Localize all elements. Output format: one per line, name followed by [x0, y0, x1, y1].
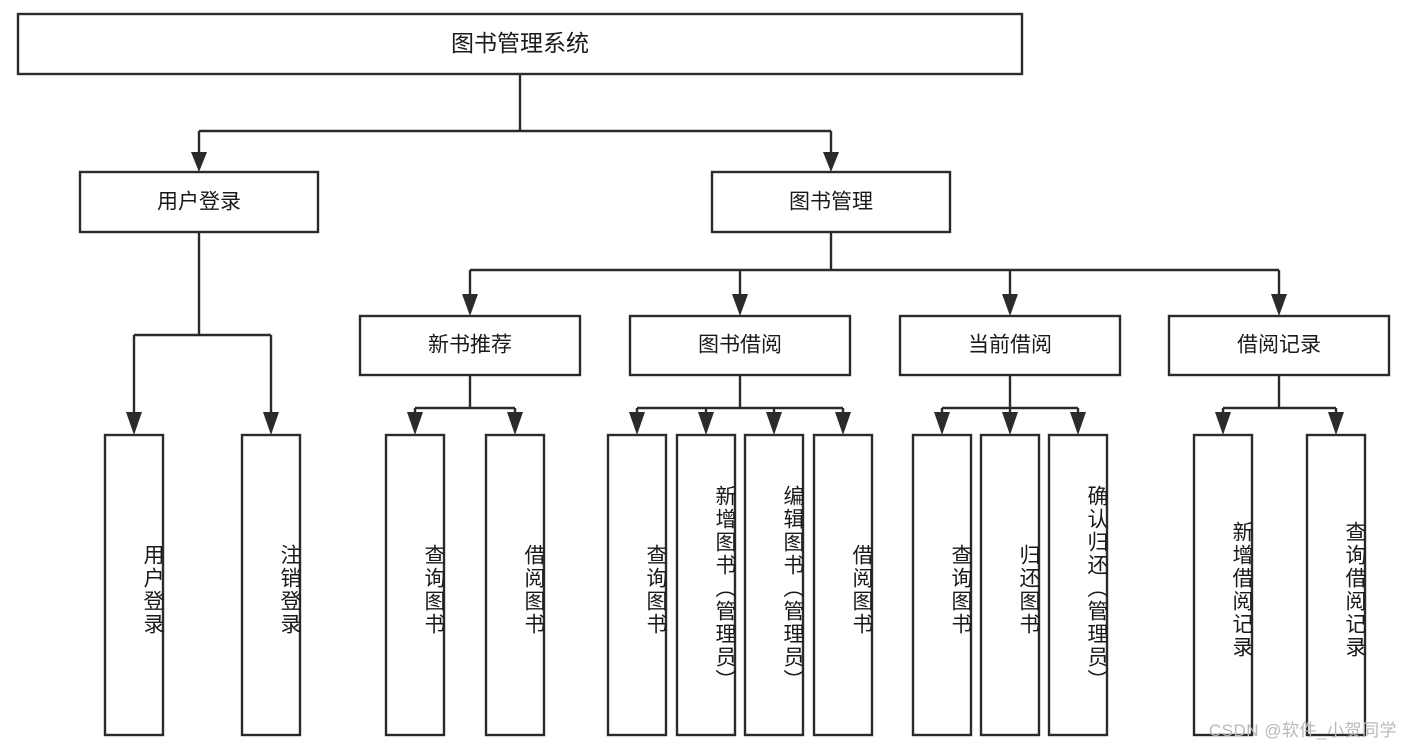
node-leaf-query-book-1-box[interactable] — [384, 433, 446, 737]
arrow-head-current-borrow — [1002, 294, 1018, 316]
connector-group-new-book-recommend — [407, 375, 523, 435]
arrow-head-leaf-borrow-book-2 — [835, 412, 851, 435]
node-current-borrow[interactable]: 当前借阅 — [898, 314, 1122, 377]
node-leaf-logout-box[interactable] — [240, 433, 302, 737]
arrow-head-leaf-query-book-2 — [629, 412, 645, 435]
node-leaf-add-book-box[interactable] — [675, 433, 737, 737]
node-book-borrow[interactable]: 图书借阅 — [628, 314, 852, 377]
node-current-borrow-label: 当前借阅 — [968, 334, 1052, 357]
connector-group-current-borrow — [934, 375, 1086, 435]
connector-group-book-borrow — [629, 375, 851, 435]
connector-group-root — [191, 75, 839, 172]
node-root[interactable]: 图书管理系统 — [16, 12, 1024, 76]
arrow-head-leaf-confirm-return — [1070, 412, 1086, 435]
node-leaf-confirm-return-box[interactable] — [1047, 433, 1109, 737]
node-new-book-recommend-box[interactable] — [358, 314, 582, 377]
csdn-watermark: CSDN @软件_小贺同学 — [1208, 721, 1397, 740]
node-borrow-record-label: 借阅记录 — [1237, 334, 1321, 357]
node-book-borrow-label: 图书借阅 — [698, 334, 782, 357]
arrow-head-book-borrow — [732, 294, 748, 316]
arrow-head-borrow-record — [1271, 294, 1287, 316]
node-leaf-borrow-book-2-box[interactable] — [812, 433, 874, 737]
node-borrow-record[interactable]: 借阅记录 — [1167, 314, 1391, 377]
node-leaf-return-book-box[interactable] — [979, 433, 1041, 737]
arrow-head-leaf-query-book-3 — [934, 412, 950, 435]
arrow-head-leaf-edit-book — [766, 412, 782, 435]
node-user-login[interactable]: 用户登录 — [78, 170, 320, 234]
arrow-head-leaf-query-record — [1328, 412, 1344, 435]
arrow-head-leaf-query-book-1 — [407, 412, 423, 435]
node-leaf-add-record-box[interactable] — [1192, 433, 1254, 737]
node-leaf-query-record-box[interactable] — [1305, 433, 1367, 737]
node-root-label: 图书管理系统 — [451, 30, 589, 56]
arrow-head-leaf-add-book — [698, 412, 714, 435]
node-book-borrow-box[interactable] — [628, 314, 852, 377]
node-book-management-box[interactable] — [710, 170, 952, 234]
node-leaf-edit-book-box[interactable] — [743, 433, 805, 737]
arrow-head-leaf-add-record — [1215, 412, 1231, 435]
connector-group-user-login — [126, 232, 279, 435]
node-borrow-record-box[interactable] — [1167, 314, 1391, 377]
node-root-box[interactable] — [16, 12, 1024, 76]
arrow-head-leaf-logout — [263, 412, 279, 435]
arrow-head-leaf-user-login — [126, 412, 142, 435]
arrow-head-leaf-borrow-book-1 — [507, 412, 523, 435]
node-new-book-recommend[interactable]: 新书推荐 — [358, 314, 582, 377]
connector-group-book-management — [462, 232, 1287, 316]
arrow-head-user-login — [191, 152, 207, 172]
node-leaf-query-book-3-box[interactable] — [911, 433, 973, 737]
arrow-head-new-book-recommend — [462, 294, 478, 316]
node-book-management[interactable]: 图书管理 — [710, 170, 952, 234]
node-leaf-borrow-book-1-box[interactable] — [484, 433, 546, 737]
node-user-login-label: 用户登录 — [157, 191, 241, 214]
node-book-management-label: 图书管理 — [789, 191, 873, 214]
node-current-borrow-box[interactable] — [898, 314, 1122, 377]
arrow-head-book-management — [823, 152, 839, 172]
arrow-head-leaf-return-book — [1002, 412, 1018, 435]
node-leaf-query-book-2-box[interactable] — [606, 433, 668, 737]
connector-group-borrow-record — [1215, 375, 1344, 435]
node-leaf-user-login-box[interactable] — [103, 433, 165, 737]
node-new-book-recommend-label: 新书推荐 — [428, 334, 512, 357]
node-user-login-box[interactable] — [78, 170, 320, 234]
